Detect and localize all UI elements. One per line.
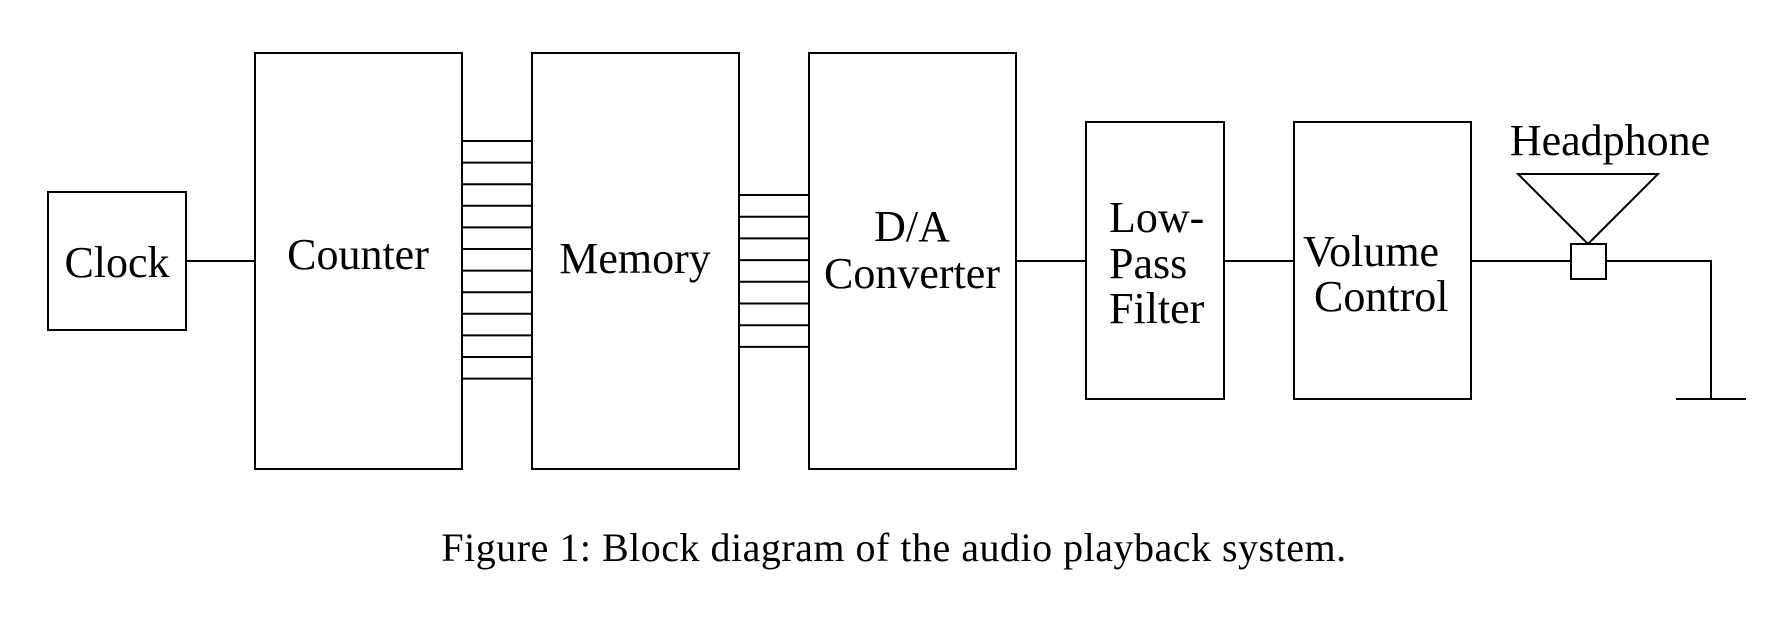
headphone-driver-box	[1570, 243, 1607, 280]
headphone-cone-icon	[1515, 173, 1661, 246]
clock-label: Clock	[64, 238, 169, 287]
figure-caption: Figure 1: Block diagram of the audio pla…	[441, 525, 1346, 570]
low-pass-filter-block: Low- Pass Filter	[1085, 121, 1225, 400]
headphone-label: Headphone	[1510, 116, 1710, 165]
counter-to-memory-bus	[462, 140, 532, 380]
volume-control-label-line2: Control	[1314, 272, 1448, 321]
counter-label: Counter	[287, 230, 429, 279]
volume-control-block: Volume Control	[1293, 121, 1472, 400]
low-pass-filter-label-line3: Filter	[1109, 284, 1205, 333]
counter-block: Counter	[254, 52, 463, 470]
low-pass-filter-label-line2: Pass	[1109, 239, 1187, 288]
memory-block: Memory	[531, 52, 740, 470]
volume-control-label-line1: Volume	[1303, 227, 1439, 276]
headphone-to-ground-wire	[1606, 260, 1712, 399]
low-pass-filter-label-line1: Low-	[1109, 193, 1204, 242]
da-converter-block: D/A Converter	[808, 52, 1017, 470]
memory-to-converter-bus	[739, 194, 809, 348]
da-converter-label-line2: Converter	[824, 249, 1000, 298]
clock-block: Clock	[47, 191, 187, 331]
memory-label: Memory	[559, 234, 711, 283]
da-converter-label-line1: D/A	[874, 202, 950, 251]
headphone-symbol: Headphone	[1510, 116, 1710, 280]
